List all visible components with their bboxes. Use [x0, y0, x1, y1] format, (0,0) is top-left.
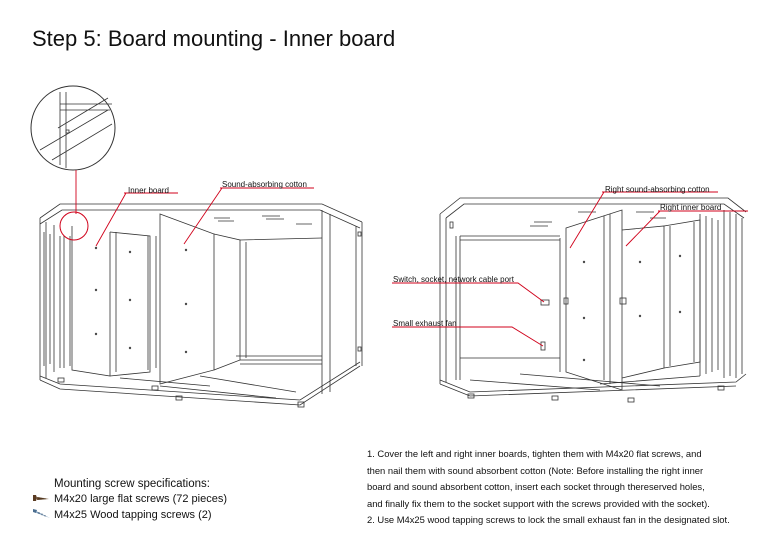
label-sound-absorbing-cotton: Sound-absorbing cotton: [222, 180, 307, 189]
instruction-line: and finally fix them to the socket suppo…: [367, 497, 710, 509]
flat-screw-icon: [33, 495, 49, 501]
instruction-line: 1. Cover the left and right inner boards…: [367, 448, 702, 459]
screw-specs-title: Mounting screw specifications:: [54, 478, 210, 490]
tapping-screw-icon: [33, 509, 50, 518]
leader-lines: [75, 170, 748, 347]
right-pod-drawing: [439, 197, 747, 403]
detail-callout: [30, 85, 116, 171]
instruction-line: then nail them with sound absorbent cott…: [367, 464, 704, 476]
label-right-inner-board: Right inner board: [660, 203, 722, 212]
label-switch-socket-port: Switch, socket, network cable port: [393, 275, 514, 284]
instruction-line: 2. Use M4x25 wood tapping screws to lock…: [367, 514, 730, 526]
instruction-line: board and sound absorbent cotton, insert…: [367, 481, 705, 493]
page-title: Step 5: Board mounting - Inner board: [32, 26, 396, 51]
label-small-exhaust-fan: Small exhaust fan: [393, 319, 457, 328]
label-right-sound-absorbing-cotton: Right sound-absorbing cotton: [605, 185, 710, 194]
spec-item-flat-screws: M4x20 large flat screws (72 pieces): [54, 493, 228, 505]
instructions-text: 1. Cover the left and right inner boards…: [367, 446, 777, 529]
spec-item-tapping-screws: M4x25 Wood tapping screws (2): [54, 509, 212, 521]
left-pod-drawing: [39, 203, 363, 408]
label-inner-board: Inner board: [128, 186, 169, 195]
